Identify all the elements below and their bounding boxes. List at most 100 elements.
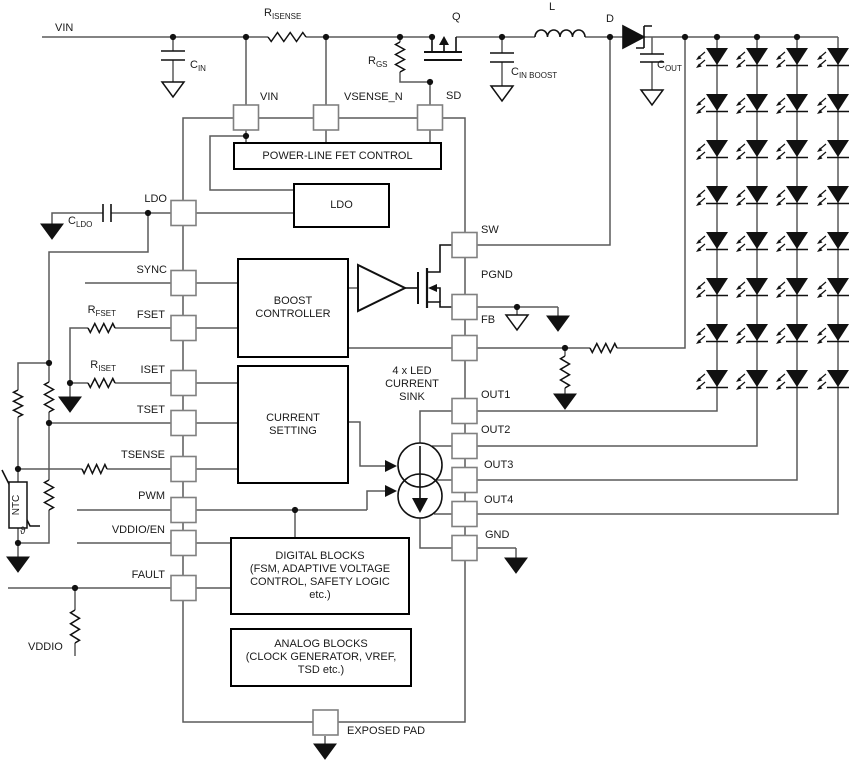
pin-label-out3: OUT3 <box>484 459 514 471</box>
vddio-label: VDDIO <box>28 641 63 653</box>
led-icon <box>696 94 728 114</box>
junction-dot <box>426 78 434 86</box>
open-ground-symbol <box>504 314 530 332</box>
resistor-symbol <box>81 462 108 476</box>
pin-label-tset: TSET <box>136 404 165 416</box>
led-icon <box>817 232 849 252</box>
current-setting-block: CURRENT SETTING <box>237 365 349 484</box>
analog-blocks-block: ANALOG BLOCKS (CLOCK GENERATOR, VREF, TS… <box>230 628 412 687</box>
led-icon <box>736 140 768 160</box>
pin-pwm <box>170 496 197 524</box>
d-label: D <box>606 13 614 25</box>
ground-symbol <box>58 396 82 413</box>
junction-dot <box>144 209 152 217</box>
c-ldo-label: CLDO <box>68 215 93 229</box>
pin-pgnd <box>451 293 478 321</box>
resistor-symbol <box>69 609 81 644</box>
digital-blocks-block: DIGITAL BLOCKS (FSM, ADAPTIVE VOLTAGE CO… <box>230 537 410 615</box>
led-icon <box>696 232 728 252</box>
power-line-fet-control-label: POWER-LINE FET CONTROL <box>262 149 413 162</box>
led-icon <box>817 140 849 160</box>
junction-dot <box>793 33 801 41</box>
power-line-fet-control-block: POWER-LINE FET CONTROL <box>233 142 442 170</box>
pin-label-exposed-pad: EXPOSED PAD <box>347 725 426 737</box>
pin-label-out1: OUT1 <box>481 389 511 401</box>
led-icon <box>776 48 808 68</box>
pin-fb <box>451 334 478 362</box>
junction-dot <box>291 506 299 514</box>
diode-icon <box>622 24 652 50</box>
l-label: L <box>549 1 556 13</box>
led-icon <box>776 232 808 252</box>
led-icon <box>817 186 849 206</box>
pin-fset <box>170 314 197 342</box>
led-icon <box>696 186 728 206</box>
pin-label-fset: FSET <box>136 309 165 321</box>
junction-dot <box>322 33 330 41</box>
ground-symbol <box>6 556 30 573</box>
c-in-label: CIN <box>190 59 206 73</box>
junction-dot <box>14 465 22 473</box>
pfet-icon <box>424 36 462 61</box>
pin-tsense <box>170 455 197 483</box>
led-icon <box>776 186 808 206</box>
junction-dot <box>45 359 53 367</box>
pin-vin <box>232 104 260 131</box>
junction-dot <box>169 33 177 41</box>
pin-fault <box>170 574 197 602</box>
c-out-label: COUT <box>657 59 682 73</box>
c-in-boost-label: CIN BOOST <box>511 66 558 80</box>
junction-dot <box>71 584 79 592</box>
pin-label-sync: SYNC <box>136 264 167 276</box>
gate-driver-buffer-icon <box>357 263 408 313</box>
led-icon <box>817 370 849 390</box>
open-ground-symbol <box>639 89 665 107</box>
ground-symbol <box>40 223 64 240</box>
pin-label-vsense-n: VSENSE_N <box>344 91 403 103</box>
junction-dot <box>606 33 614 41</box>
pin-label-pwm: PWM <box>138 490 165 502</box>
led-icon <box>696 370 728 390</box>
capacitor-cout-icon <box>640 53 664 63</box>
junction-dot <box>561 344 569 352</box>
led-icon <box>817 278 849 298</box>
junction-dot <box>242 33 250 41</box>
pin-ldo <box>170 199 197 227</box>
led-icon <box>776 94 808 114</box>
pin-sw <box>451 231 478 259</box>
ldo-block-label: LDO <box>330 199 353 211</box>
pin-label-vin: VIN <box>260 91 279 103</box>
pin-vsense-n <box>312 104 340 131</box>
junction-dot <box>396 33 404 41</box>
junction-dot <box>513 303 521 311</box>
led-icon <box>817 48 849 68</box>
component-symbols <box>1 24 664 529</box>
resistor-symbol <box>267 31 307 43</box>
led-icon <box>776 370 808 390</box>
led-icon <box>736 232 768 252</box>
r-isense-label: RISENSE <box>264 7 302 21</box>
resistor-symbol <box>87 376 116 390</box>
led-icon <box>736 48 768 68</box>
led-icon <box>817 94 849 114</box>
pin-out1 <box>451 397 478 425</box>
resistor-symbol <box>393 41 407 73</box>
pin-label-vddio-en: VDDIO/EN <box>111 524 165 536</box>
led-icon <box>817 324 849 344</box>
led-icon <box>736 324 768 344</box>
open-ground-symbol <box>489 85 515 103</box>
junction-dot <box>681 33 689 41</box>
led-icon <box>696 48 728 68</box>
boost-controller-block: BOOST CONTROLLER <box>237 258 349 358</box>
pin-iset <box>170 369 197 397</box>
ground-symbol <box>546 315 570 332</box>
theta-label: ϑ <box>20 526 26 537</box>
led-icon <box>696 140 728 160</box>
pin-label-sd: SD <box>446 90 462 102</box>
pin-label-tsense: TSENSE <box>120 449 165 461</box>
pin-out2 <box>451 432 478 460</box>
led-icon <box>736 94 768 114</box>
pin-out3 <box>451 466 478 494</box>
nfet-icon <box>417 244 452 308</box>
led-icon <box>776 324 808 344</box>
